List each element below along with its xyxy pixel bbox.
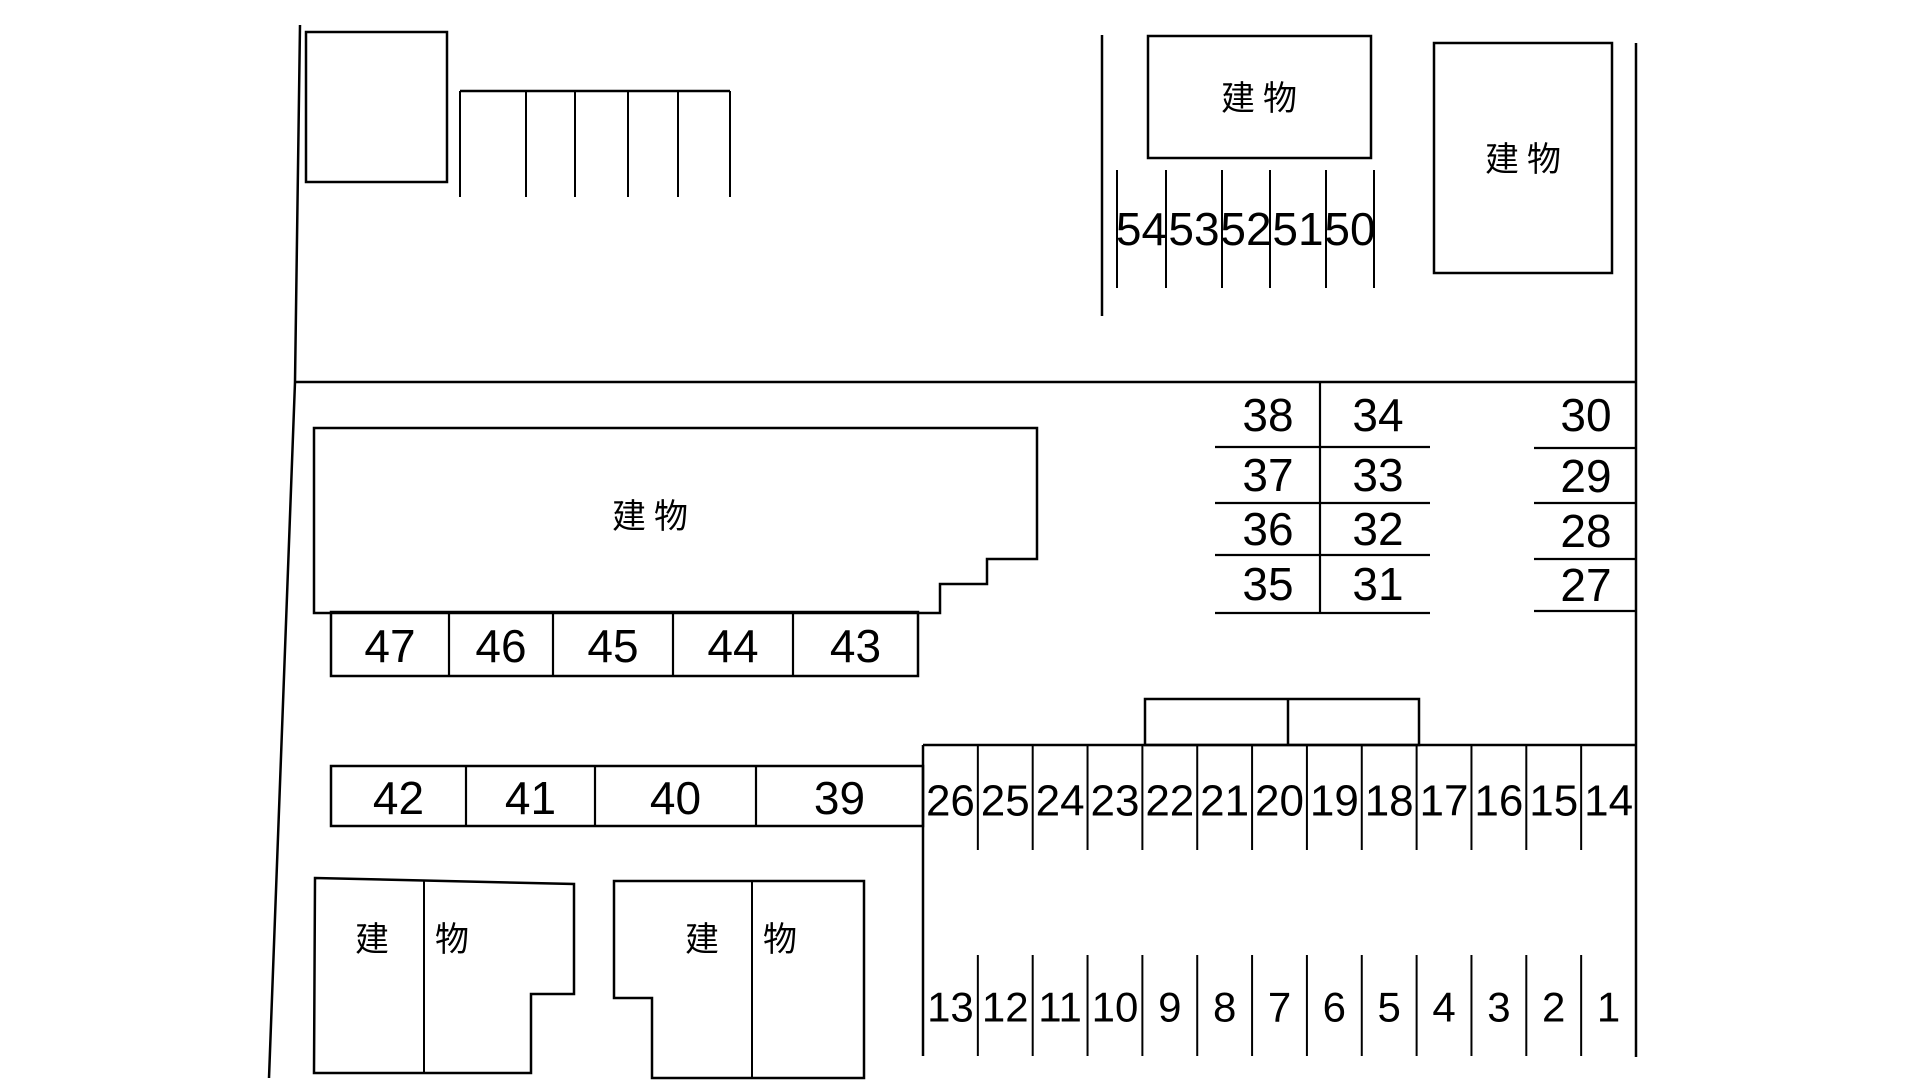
stall-9: 9	[1158, 984, 1181, 1031]
stall-13: 13	[927, 984, 974, 1031]
stall-24: 24	[1036, 777, 1085, 826]
stall-16: 16	[1474, 777, 1523, 826]
stall-36: 36	[1242, 503, 1293, 555]
stall-47: 47	[364, 620, 415, 672]
stall-30: 30	[1560, 389, 1611, 441]
stall-33: 33	[1352, 449, 1403, 501]
stall-22: 22	[1145, 777, 1194, 826]
building-bottom-right-outline	[612, 879, 866, 1080]
building-center-label: 建物	[612, 498, 696, 536]
building-top-label: 建物	[1221, 80, 1305, 118]
stall-42: 42	[373, 772, 424, 824]
stall-11: 11	[1038, 984, 1082, 1031]
stall-12: 12	[982, 984, 1029, 1031]
stall-10: 10	[1092, 984, 1139, 1031]
stall-32: 32	[1352, 503, 1403, 555]
building-right-label: 建物	[1485, 141, 1569, 179]
stall-14: 14	[1584, 777, 1633, 826]
stall-27: 27	[1560, 559, 1611, 611]
stall-8: 8	[1213, 984, 1236, 1031]
stall-17: 17	[1420, 777, 1469, 826]
building-right-outline	[1432, 41, 1614, 275]
building-bottom-left-char2: 物	[435, 921, 469, 959]
stall-51: 51	[1272, 203, 1323, 255]
stall-29: 29	[1560, 450, 1611, 502]
stall-26: 26	[926, 777, 975, 826]
stall-35: 35	[1242, 558, 1293, 610]
stall-43: 43	[830, 620, 881, 672]
stall-18: 18	[1365, 777, 1414, 826]
stall-53: 53	[1168, 203, 1219, 255]
stall-4: 4	[1432, 984, 1455, 1031]
stall-40: 40	[650, 772, 701, 824]
stall-28: 28	[1560, 505, 1611, 557]
stall-41: 41	[505, 772, 556, 824]
building-bottom-left-char1: 建	[355, 921, 389, 959]
stall-row-42-39	[329, 764, 925, 828]
stall-2: 2	[1542, 984, 1565, 1031]
stall-44: 44	[707, 620, 758, 672]
stall-38: 38	[1242, 389, 1293, 441]
stall-54: 54	[1116, 203, 1167, 255]
stall-39: 39	[814, 772, 865, 824]
stall-15: 15	[1529, 777, 1578, 826]
double-stall-box	[1143, 697, 1421, 747]
structure-unlabeled-square	[304, 30, 449, 184]
stall-50: 50	[1324, 203, 1375, 255]
building-bottom-right-char1: 建	[685, 921, 719, 959]
stall-6: 6	[1323, 984, 1346, 1031]
stall-20: 20	[1255, 777, 1304, 826]
stall-5: 5	[1378, 984, 1401, 1031]
stall-34: 34	[1352, 389, 1403, 441]
building-top-outline	[1146, 34, 1373, 160]
stall-19: 19	[1310, 777, 1359, 826]
stall-45: 45	[587, 620, 638, 672]
stall-23: 23	[1090, 777, 1139, 826]
stall-row-47-43	[329, 610, 920, 678]
stall-46: 46	[475, 620, 526, 672]
stall-21: 21	[1200, 777, 1249, 826]
stall-52: 52	[1220, 203, 1271, 255]
stall-3: 3	[1487, 984, 1510, 1031]
site-boundary-left	[267, 24, 302, 1079]
stall-25: 25	[981, 777, 1030, 826]
stall-31: 31	[1352, 558, 1403, 610]
stall-7: 7	[1268, 984, 1291, 1031]
building-bottom-left-outline	[312, 876, 576, 1075]
building-bottom-right-char2: 物	[763, 921, 797, 959]
stall-1: 1	[1597, 984, 1620, 1031]
stall-37: 37	[1242, 449, 1293, 501]
